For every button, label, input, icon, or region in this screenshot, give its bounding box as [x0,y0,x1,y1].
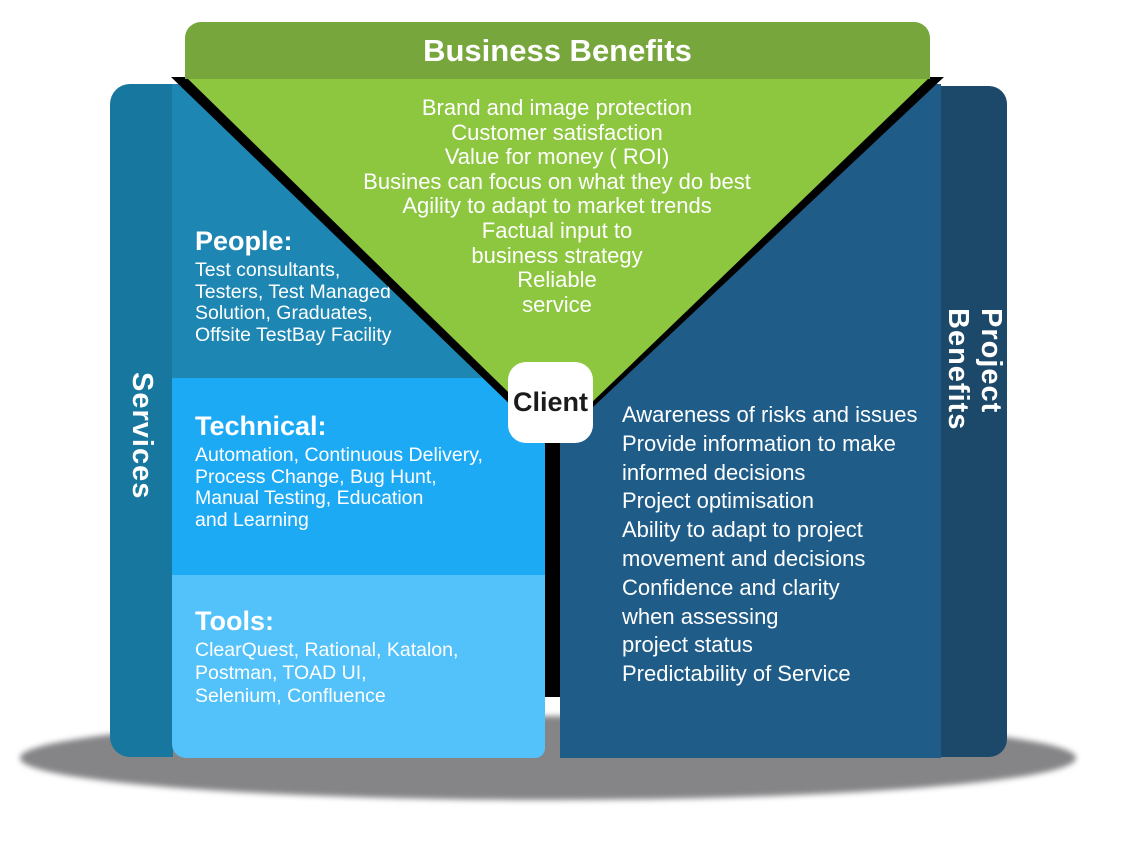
project-benefit-line: informed decisions [622,459,806,485]
project-benefits-strip: Project Benefits [941,86,1007,757]
project-benefit-line: Project optimisation [622,488,814,514]
project-benefit-line: Ability to adapt to project [622,517,863,543]
services-section-tools: Tools: ClearQuest, Rational, Katalon, Po… [172,575,545,758]
services-label: Services [126,371,158,500]
project-benefit-line: movement and decisions [622,545,866,571]
services-section-technical: Technical: Automation, Continuous Delive… [172,378,545,575]
project-benefits-lines: Awareness of risks and issues Provide in… [622,401,918,689]
business-benefit-line: service [522,291,592,317]
project-benefit-line: Confidence and clarity [622,574,840,600]
business-benefit-line: business strategy [471,242,643,268]
business-benefit-line: Customer satisfaction [451,119,663,145]
client-connector-line [545,430,560,697]
business-benefit-line: Factual input to [481,217,633,243]
people-line: Offsite TestBay Facility [195,323,392,346]
project-benefit-line: Provide information to make [622,430,896,456]
tools-line: ClearQuest, Rational, Katalon, [195,639,459,661]
business-benefit-line: Reliable [517,267,597,293]
project-benefits-label: Project Benefits [942,308,1007,431]
technical-lines: Automation, Continuous Delivery, Process… [195,444,483,531]
business-benefit-line: Value for money ( ROI) [444,144,670,170]
tools-title: Tools: [195,606,274,636]
business-benefits-title: Business Benefits [423,32,692,68]
business-benefit-line: Agility to adapt to market trends [402,193,712,219]
tools-line: Selenium, Confluence [195,685,386,707]
technical-line: Process Change, Bug Hunt, [195,465,437,488]
client-box: Client [508,362,593,443]
project-benefit-line: project status [622,632,753,658]
project-benefit-line: Predictability of Service [622,661,851,687]
tools-lines: ClearQuest, Rational, Katalon, Postman, … [195,639,458,708]
business-benefit-line: Busines can focus on what they do best [363,168,751,194]
technical-line: Manual Testing, Education [195,487,424,510]
tools-line: Postman, TOAD UI, [195,662,367,684]
technical-title: Technical: [195,411,327,441]
business-benefits-list: Brand and image protection Customer sati… [257,95,857,317]
project-benefit-line: Awareness of risks and issues [622,402,918,427]
services-strip: Services [110,84,173,757]
business-benefit-line: Brand and image protection [421,95,693,120]
business-benefits-header: Business Benefits [185,22,930,79]
technical-line: Automation, Continuous Delivery, [195,444,483,466]
client-label: Client [512,387,588,417]
technical-line: and Learning [195,508,309,531]
project-benefit-line: when assessing [622,603,779,629]
